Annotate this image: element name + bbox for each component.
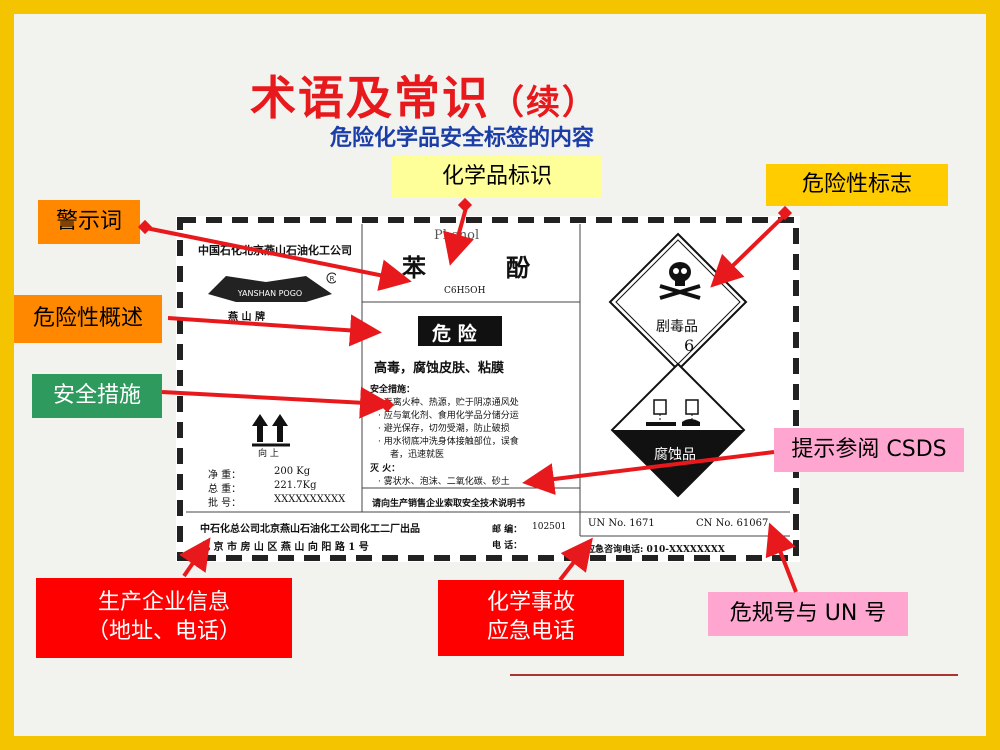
corrosion-icon <box>646 399 700 426</box>
callout-emergency-phone: 化学事故 应急电话 <box>438 580 624 656</box>
toxic-class: 6 <box>684 336 695 355</box>
callout-csds: 提示参阅 CSDS <box>774 428 964 472</box>
callout-emergency-line2: 应急电话 <box>486 619 575 644</box>
slide-title: 术语及常识（续） <box>250 71 598 125</box>
decorative-rule <box>510 674 958 676</box>
batch-label: 批 号： <box>208 498 242 509</box>
logo-text: YANSHAN POGO <box>237 289 302 298</box>
callout-manufacturer-line1: 生产企业信息 <box>97 590 230 616</box>
postcode-label: 邮 编： <box>492 525 523 535</box>
manufacturer: 中石化总公司北京燕山石油化工公司化工二厂出品 <box>200 524 420 535</box>
safety-item: 者，迅速就医 <box>390 450 445 460</box>
chemical-formula: C6H5OH <box>444 286 486 296</box>
gross-weight-label: 总 重： <box>208 484 242 495</box>
phone-label: 电 话： <box>492 541 523 551</box>
corrosive-label: 腐蚀品 <box>654 447 696 463</box>
batch-number: XXXXXXXXXX <box>274 494 346 505</box>
callout-manufacturer-line2: （地址、电话） <box>86 619 241 644</box>
signal-word-box: 危 险 <box>418 316 502 346</box>
brand-name: 燕 山 牌 <box>228 312 265 323</box>
arrow-emergency-phone <box>558 537 593 582</box>
arrow-safety-measures <box>161 386 392 419</box>
callout-signal-word: 警示词 <box>38 200 140 244</box>
fire-title: 灭 火： <box>370 464 401 474</box>
net-weight-label: 净 重： <box>208 470 242 481</box>
arrow-hazard-mark <box>710 212 788 288</box>
callout-hazard-mark: 危险性标志 <box>766 164 948 206</box>
signal-word: 危 险 <box>432 323 477 345</box>
callout-un-number: 危规号与 UN 号 <box>708 592 908 636</box>
arrow-chemical-id <box>443 207 474 266</box>
un-number: UN No. 1671 <box>588 518 655 529</box>
up-arrow-text: 向 上 <box>258 449 279 459</box>
toxic-label: 剧毒品 <box>656 319 698 335</box>
gross-weight: 221.7Kg <box>274 480 317 491</box>
safety-title: 安全措施： <box>370 385 416 395</box>
callout-chemical-id: 化学品标识 <box>392 156 602 198</box>
hazard-description: 高毒，腐蚀皮肤、粘膜 <box>374 361 505 376</box>
callout-hazard-overview: 危险性概述 <box>14 295 162 343</box>
cn-number: CN No. 61067 <box>696 518 769 529</box>
arrow-hazard-overview <box>167 314 382 347</box>
svg-text:R: R <box>330 275 335 283</box>
arrow-manufacturer <box>179 537 211 578</box>
arrow-csds <box>522 450 775 495</box>
callout-manufacturer: 生产企业信息 （地址、电话） <box>36 578 292 658</box>
arrow-signal-word <box>145 226 412 291</box>
address: 北 京 市 房 山 区 燕 山 向 阳 路 1 号 <box>200 542 369 553</box>
csds-note: 请向生产销售企业索取安全技术说明书 <box>372 499 526 509</box>
company-logo: YANSHAN POGO R <box>208 272 336 302</box>
safety-item: · 应与氧化剂、食用化学品分储分运 <box>378 411 519 421</box>
net-weight: 200 Kg <box>274 466 311 477</box>
safety-item: · 远离火种、热源，贮于阴凉通风处 <box>378 398 519 408</box>
safety-item: · 用水彻底冲洗身体接触部位，误食 <box>378 437 519 447</box>
safety-item: · 避光保存，切勿受潮，防止破损 <box>378 424 510 434</box>
this-way-up-icon <box>252 414 290 447</box>
callout-emergency-line1: 化学事故 <box>486 590 575 616</box>
callout-safety-measures: 安全措施 <box>32 374 162 418</box>
emergency-phone: 应急咨询电话: 010-XXXXXXXX <box>586 545 725 555</box>
chinese-name-2: 酚 <box>506 253 530 282</box>
slide-subtitle: 危险化学品安全标签的内容 <box>330 126 595 151</box>
fire-item: · 雾状水、泡沫、二氧化碳、砂土 <box>378 477 510 487</box>
skull-crossbones-icon <box>659 262 701 300</box>
title-suffix: （续） <box>490 83 598 123</box>
postcode: 102501 <box>532 522 567 532</box>
arrow-un-number <box>765 522 798 593</box>
